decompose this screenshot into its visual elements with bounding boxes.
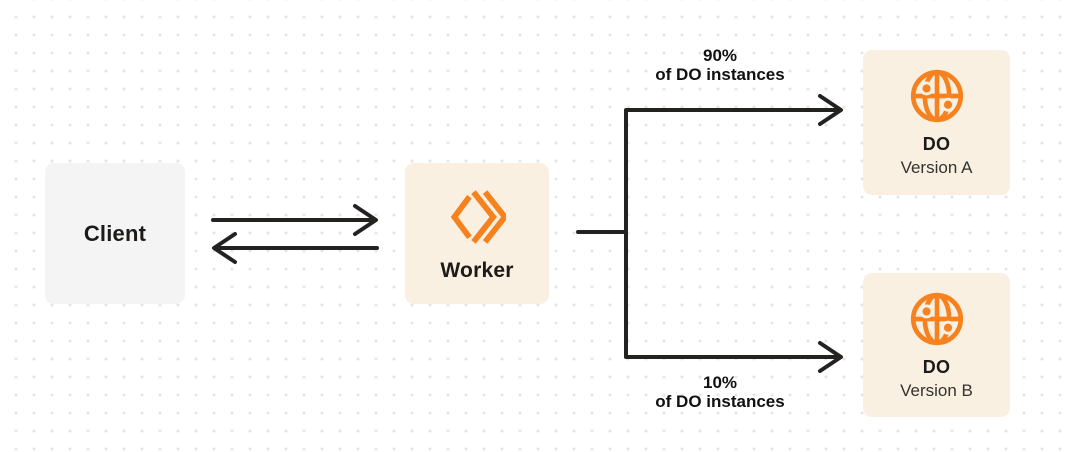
branch-a-label: 90% of DO instances [600,46,840,84]
do-b-title: DO [922,356,951,377]
do-b-subtitle: Version B [900,380,973,400]
branch-connector [624,108,838,359]
do-a-title: DO [922,134,951,154]
left-arrowhead-icon [212,232,237,264]
branch-b-caption: of DO instances [655,392,785,411]
branch-a-caption: of DO instances [655,65,785,84]
branch-b-label: 10% of DO instances [600,373,840,411]
workers-chevrons-icon [450,189,506,244]
branch-a-percent: 90% [702,46,738,65]
durable-object-globe-icon [910,292,963,345]
branch-b-percent: 10% [702,373,738,392]
worker-label: Worker [440,258,514,282]
durable-object-globe-icon [910,69,963,123]
right-arrowhead-icon [353,204,378,236]
branch-a-arrowhead-icon [818,94,843,126]
do-version-b-node: DO Version B [863,273,1010,417]
client-label: Client [83,220,147,246]
worker-node: Worker [405,163,549,304]
branch-b-arrowhead-icon [818,341,843,373]
do-a-subtitle: Version A [900,158,973,177]
client-node: Client [45,163,185,304]
do-version-a-node: DO Version A [863,50,1010,195]
